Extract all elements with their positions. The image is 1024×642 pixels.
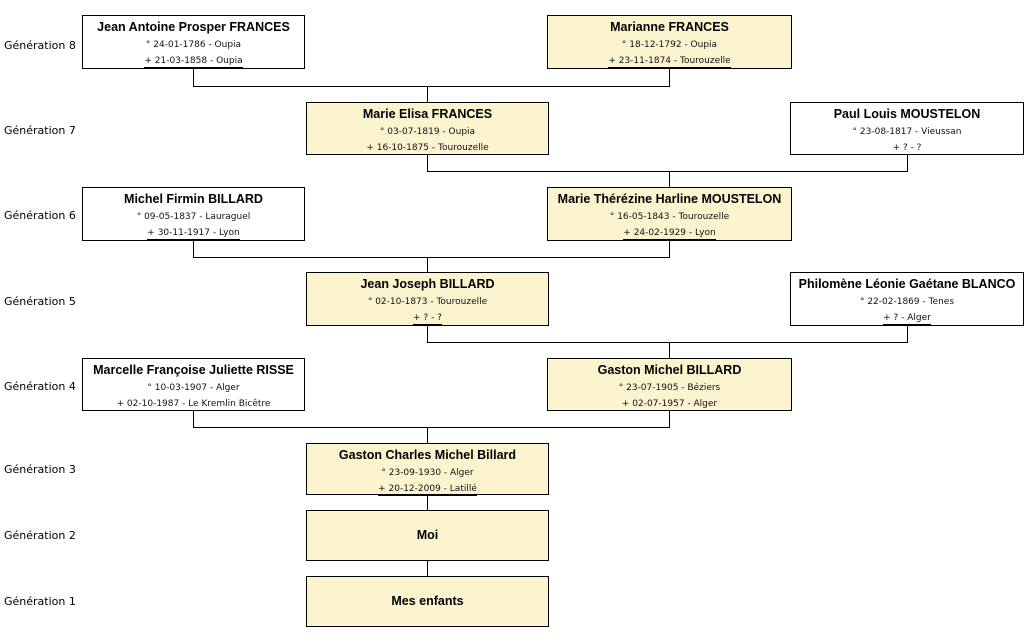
person-name: Michel Firmin BILLARD [124, 192, 263, 206]
person-card-moi[interactable]: Moi [306, 510, 549, 561]
generation-label-3: Génération 3 [4, 463, 76, 476]
person-death: + 24-02-1929 - Lyon [623, 228, 716, 240]
person-death: + 02-10-1987 - Le Kremlin Bicêtre [116, 399, 271, 411]
person-card-gaston-michel-billard[interactable]: Gaston Michel BILLARD ° 23-07-1905 - Béz… [547, 358, 792, 411]
person-name: Moi [416, 528, 439, 542]
person-name: Marie Thérézine Harline MOUSTELON [557, 192, 782, 206]
person-birth: ° 22-02-1869 - Tenes [859, 297, 955, 307]
person-name: Jean Antoine Prosper FRANCES [97, 20, 290, 34]
person-card-jean-antoine-prosper-frances[interactable]: Jean Antoine Prosper FRANCES ° 24-01-178… [82, 15, 305, 69]
person-death: + ? - Alger [883, 313, 931, 325]
person-name: Marcelle Françoise Juliette RISSE [93, 363, 294, 377]
person-name: Mes enfants [391, 594, 464, 608]
person-birth: ° 09-05-1837 - Lauraguel [136, 212, 251, 222]
generation-label-2: Génération 2 [4, 529, 76, 542]
person-death: + 20-12-2009 - Latillé [378, 484, 477, 496]
person-birth: ° 02-10-1873 - Tourouzelle [367, 297, 488, 307]
person-birth: ° 23-08-1817 - Vieussan [852, 127, 962, 137]
person-card-marianne-frances[interactable]: Marianne FRANCES ° 18-12-1792 - Oupia + … [547, 15, 792, 69]
person-card-paul-louis-moustelon[interactable]: Paul Louis MOUSTELON ° 23-08-1817 - Vieu… [790, 102, 1024, 155]
person-card-michel-firmin-billard[interactable]: Michel Firmin BILLARD ° 09-05-1837 - Lau… [82, 187, 305, 241]
generation-label-4: Génération 4 [4, 380, 76, 393]
generation-label-1: Génération 1 [4, 595, 76, 608]
person-birth: ° 16-05-1843 - Tourouzelle [609, 212, 730, 222]
person-name: Philomène Léonie Gaétane BLANCO [798, 277, 1016, 291]
person-card-philomene-leonie-gaetane-blanco[interactable]: Philomène Léonie Gaétane BLANCO ° 22-02-… [790, 272, 1024, 326]
person-card-jean-joseph-billard[interactable]: Jean Joseph BILLARD ° 02-10-1873 - Touro… [306, 272, 549, 326]
person-death: + ? - ? [892, 143, 922, 155]
person-name: Jean Joseph BILLARD [360, 277, 495, 291]
person-birth: ° 03-07-1819 - Oupia [379, 127, 476, 137]
person-death: + 30-11-1917 - Lyon [147, 228, 240, 240]
person-name: Paul Louis MOUSTELON [833, 107, 981, 121]
generation-label-8: Génération 8 [4, 39, 76, 52]
person-name: Gaston Charles Michel Billard [338, 448, 517, 462]
generation-label-7: Génération 7 [4, 124, 76, 137]
person-card-marie-therezine-harline-moustelon[interactable]: Marie Thérézine Harline MOUSTELON ° 16-0… [547, 187, 792, 241]
person-birth: ° 18-12-1792 - Oupia [621, 40, 718, 50]
person-death: + ? - ? [413, 313, 442, 325]
person-name: Marianne FRANCES [610, 20, 729, 34]
person-death: + 21-03-1858 - Oupia [144, 56, 243, 68]
person-card-marcelle-francoise-juliette-risse[interactable]: Marcelle Françoise Juliette RISSE ° 10-0… [82, 358, 305, 411]
person-birth: ° 10-03-1907 - Alger [147, 383, 240, 393]
person-card-marie-elisa-frances[interactable]: Marie Elisa FRANCES ° 03-07-1819 - Oupia… [306, 102, 549, 155]
person-birth: ° 23-09-1930 - Alger [381, 468, 474, 478]
generation-label-6: Génération 6 [4, 209, 76, 222]
person-name: Marie Elisa FRANCES [362, 107, 493, 121]
person-card-mes-enfants[interactable]: Mes enfants [306, 576, 549, 627]
person-name: Gaston Michel BILLARD [597, 363, 742, 377]
person-birth: ° 23-07-1905 - Béziers [618, 383, 721, 393]
person-death: + 16-10-1875 - Tourouzelle [366, 143, 489, 155]
person-birth: ° 24-01-1786 - Oupia [145, 40, 242, 50]
person-death: + 23-11-1874 - Tourouzelle [608, 56, 731, 68]
person-card-gaston-charles-michel-billard[interactable]: Gaston Charles Michel Billard ° 23-09-19… [306, 443, 549, 496]
person-death: + 02-07-1957 - Alger [621, 399, 718, 411]
generation-label-5: Génération 5 [4, 295, 76, 308]
